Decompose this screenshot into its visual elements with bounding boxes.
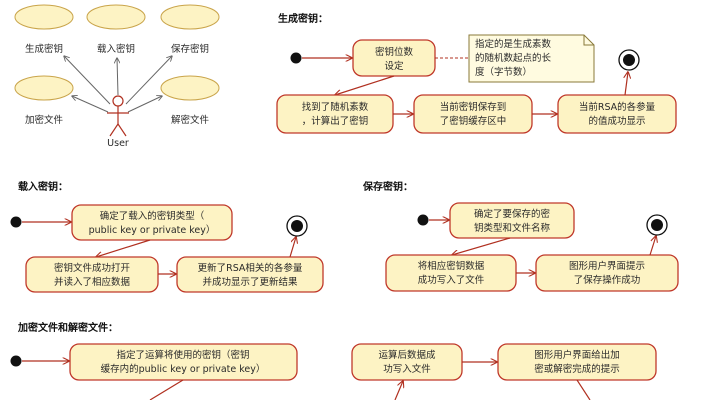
- svg-text:更新了RSA相关的各参量: 更新了RSA相关的各参量: [198, 262, 303, 274]
- svg-text:功写入文件: 功写入文件: [383, 363, 431, 375]
- svg-text:public key or private key）: public key or private key）: [89, 224, 216, 236]
- svg-text:钥类型和文件名称: 钥类型和文件名称: [474, 222, 551, 234]
- use-case-label-encrypt: 加密文件: [25, 114, 64, 126]
- svg-text:运算后数据成: 运算后数据成: [378, 349, 436, 361]
- activity-update-rsa: [176, 256, 324, 293]
- svg-text:将相应密钥数据: 将相应密钥数据: [418, 260, 485, 272]
- use-case-label-decrypt: 解密文件: [171, 114, 210, 126]
- initial-node: [417, 214, 429, 226]
- svg-text:指定的是生成素数: 指定的是生成素数: [475, 38, 552, 50]
- initial-node: [290, 52, 302, 64]
- initial-node: [10, 216, 22, 228]
- section-title-generate: 生成密钥：: [278, 12, 328, 25]
- svg-text:的随机数起点的长: 的随机数起点的长: [475, 52, 552, 64]
- activity-find-prime: [276, 94, 394, 134]
- section-title-save: 保存密钥：: [362, 180, 413, 193]
- svg-text:密钥位数: 密钥位数: [375, 46, 414, 58]
- svg-text:度（字节数）: 度（字节数）: [475, 66, 532, 78]
- activity-save-cache: [413, 94, 533, 134]
- save-key-diagram: 保存密钥： 确定了要保存的密 钥类型和文件名称 将相应密钥数据 成功写入了文件 …: [362, 180, 679, 292]
- svg-text:当前RSA的各参量: 当前RSA的各参量: [579, 101, 656, 113]
- use-case-generate: [14, 4, 74, 30]
- activity-select-key: [69, 343, 298, 381]
- generate-key-diagram: 生成密钥： 密钥位数 设定 指定的是生成素数 的随机数起点的长 度（字节数） 找…: [276, 12, 677, 134]
- use-case-label-generate: 生成密钥: [25, 43, 63, 55]
- svg-text:指定了运算将使用的密钥（密钥: 指定了运算将使用的密钥（密钥: [116, 349, 249, 361]
- actor-label: User: [107, 138, 129, 149]
- use-case-encrypt: [14, 75, 74, 101]
- svg-text:密钥文件成功打开: 密钥文件成功打开: [54, 262, 131, 274]
- svg-text:当前密钥保存到: 当前密钥保存到: [440, 101, 507, 113]
- svg-text:图形用户界面给出加: 图形用户界面给出加: [534, 349, 620, 361]
- activity-select-key-type: [71, 204, 233, 241]
- svg-text:并成功显示了更新结果: 并成功显示了更新结果: [202, 276, 298, 288]
- initial-node: [10, 355, 22, 367]
- encrypt-decrypt-diagram: 加密文件和解密文件： 指定了运算将使用的密钥（密钥 缓存内的public key…: [10, 321, 657, 400]
- svg-text:设定: 设定: [384, 60, 404, 72]
- use-case-label-load: 载入密钥: [97, 43, 135, 55]
- activity-confirm-save: [449, 202, 575, 239]
- final-node: [618, 49, 640, 71]
- activity-show-rsa: [557, 94, 677, 134]
- actor-icon: [107, 95, 129, 137]
- use-case-label-save: 保存密钥: [171, 43, 209, 55]
- svg-text:密或解密完成的提示: 密或解密完成的提示: [534, 363, 620, 375]
- svg-text:找到了随机素数: 找到了随机素数: [302, 101, 369, 113]
- svg-text:缓存内的public key or private key）: 缓存内的public key or private key）: [101, 363, 266, 375]
- svg-text:成功写入了文件: 成功写入了文件: [418, 274, 485, 286]
- use-case-save: [160, 4, 220, 30]
- final-node: [646, 214, 668, 236]
- note-box: [468, 34, 595, 83]
- section-title-encrypt: 加密文件和解密文件：: [17, 321, 118, 334]
- svg-text:确定了要保存的密: 确定了要保存的密: [474, 208, 551, 220]
- svg-text:的值成功显示: 的值成功显示: [588, 115, 645, 127]
- use-case-load: [86, 4, 146, 30]
- section-title-load: 载入密钥：: [18, 180, 68, 193]
- svg-text:确定了载入的密钥类型（: 确定了载入的密钥类型（: [100, 210, 205, 222]
- svg-text:，计算出了密钥: ，计算出了密钥: [302, 115, 369, 127]
- load-key-diagram: 载入密钥： 确定了载入的密钥类型（ public key or private …: [10, 180, 324, 293]
- svg-text:了保存操作成功: 了保存操作成功: [574, 274, 641, 286]
- use-case-diagram: 生成密钥 载入密钥 保存密钥 加密文件 解密文件 User: [14, 4, 220, 149]
- svg-text:并读入了相应数据: 并读入了相应数据: [54, 276, 131, 288]
- svg-text:图形用户界面提示: 图形用户界面提示: [569, 260, 645, 272]
- svg-text:了密钥缓存区中: 了密钥缓存区中: [440, 115, 507, 127]
- final-node: [286, 215, 308, 237]
- activity-save-success: [535, 254, 679, 292]
- use-case-decrypt: [160, 75, 220, 101]
